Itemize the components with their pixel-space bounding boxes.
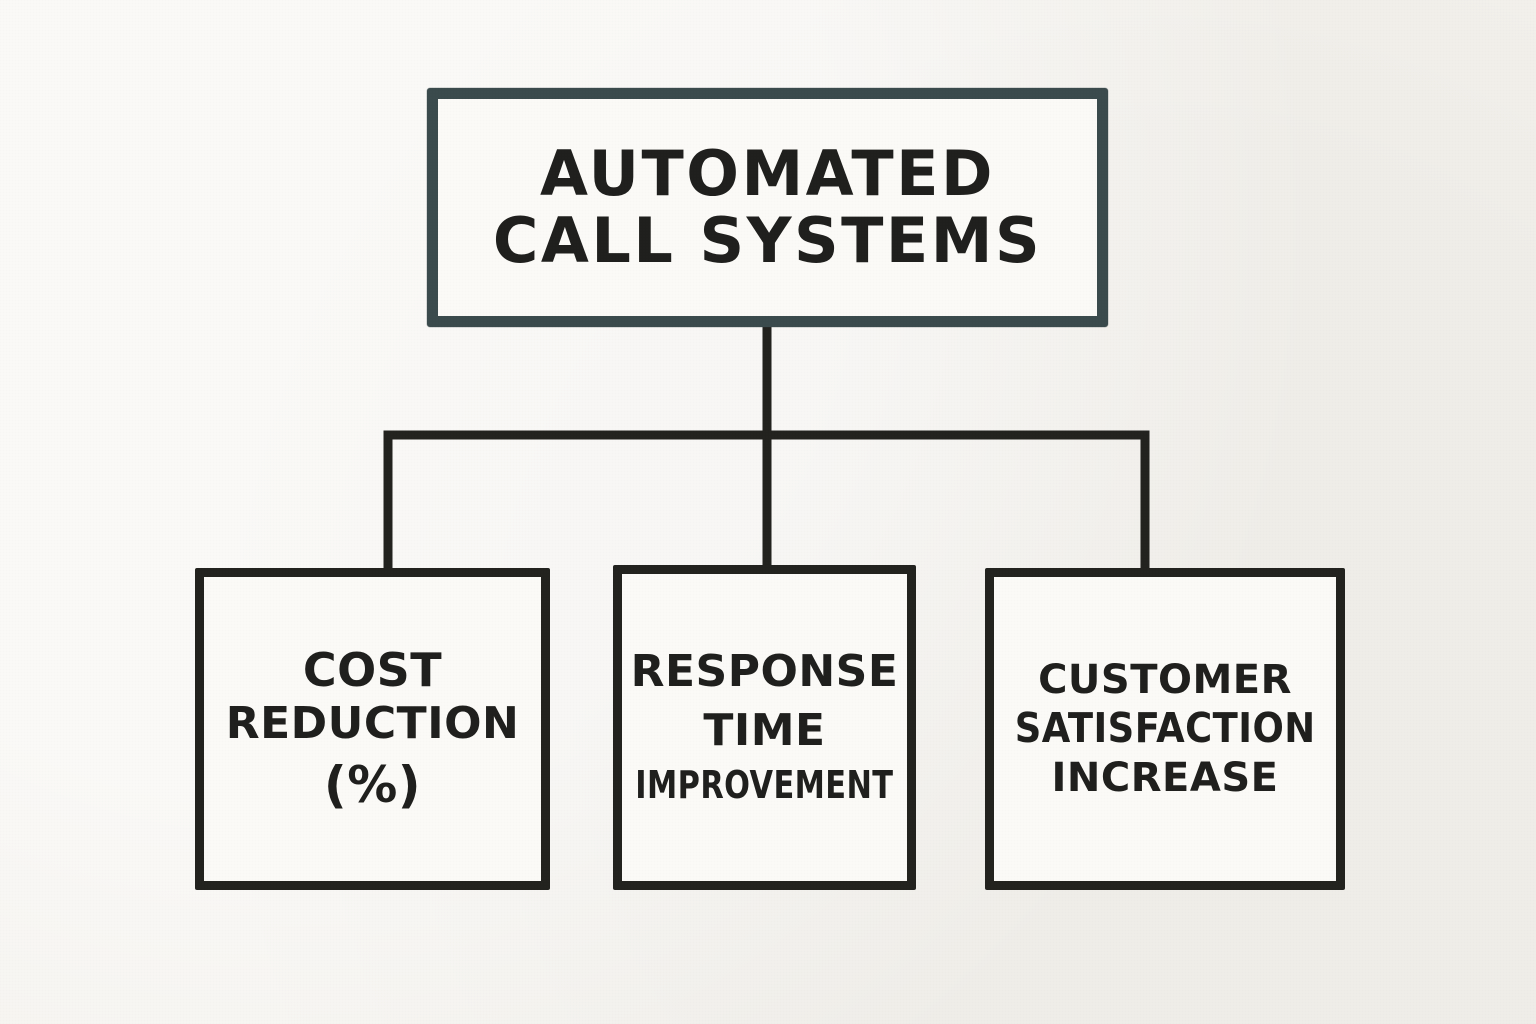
node-response-line-1: RESPONSE xyxy=(630,646,899,698)
node-response-line-2: TIME xyxy=(703,704,826,756)
node-cost-reduction[interactable]: COST REDUCTION (%) xyxy=(195,568,550,890)
node-cost-line-2: REDUCTION xyxy=(225,697,520,749)
node-response-line-3: IMPROVEMENT xyxy=(635,762,894,807)
node-customer-satisfaction-increase[interactable]: CUSTOMER SATISFACTION INCREASE xyxy=(985,568,1345,890)
node-satisfaction-line-2: SATISFACTION xyxy=(1014,704,1316,753)
node-root-line-2: CALL SYSTEMS xyxy=(492,203,1043,277)
node-cost-line-1: COST xyxy=(302,643,443,697)
node-root-line-1: AUTOMATED xyxy=(540,136,995,210)
node-satisfaction-line-3: INCREASE xyxy=(1051,754,1279,801)
node-cost-line-3: (%) xyxy=(323,755,422,814)
node-automated-call-systems[interactable]: AUTOMATED CALL SYSTEMS xyxy=(427,88,1108,327)
node-satisfaction-line-1: CUSTOMER xyxy=(1038,657,1292,704)
node-response-time-improvement[interactable]: RESPONSE TIME IMPROVEMENT xyxy=(613,565,916,890)
